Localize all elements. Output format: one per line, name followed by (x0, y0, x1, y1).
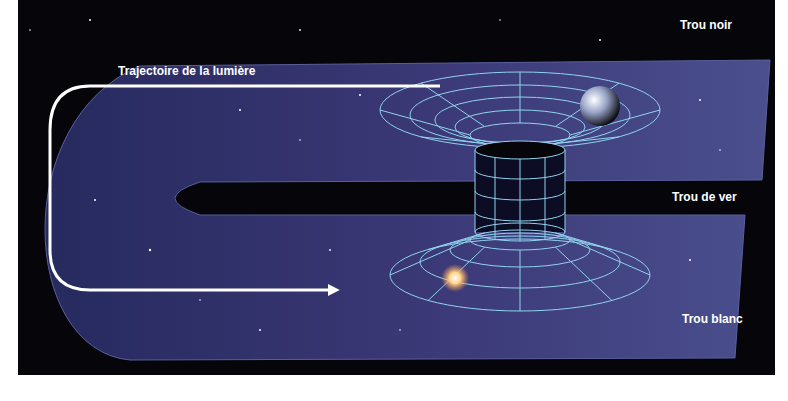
stars (29, 19, 721, 331)
black-hole-sphere (580, 86, 620, 126)
figure-label: Trou noir (680, 18, 732, 33)
space-background (18, 0, 775, 375)
white-hole-glow (441, 264, 469, 292)
folded-space-sheet (45, 60, 770, 360)
light-path-arrow (50, 86, 440, 290)
white-hole-funnel (390, 223, 650, 311)
figure-label: Trou de ver (672, 190, 737, 205)
figure-label: Trou blanc (682, 312, 743, 327)
figure-label: Trajectoire de la lumière (118, 64, 255, 79)
throat-grid (475, 150, 565, 241)
